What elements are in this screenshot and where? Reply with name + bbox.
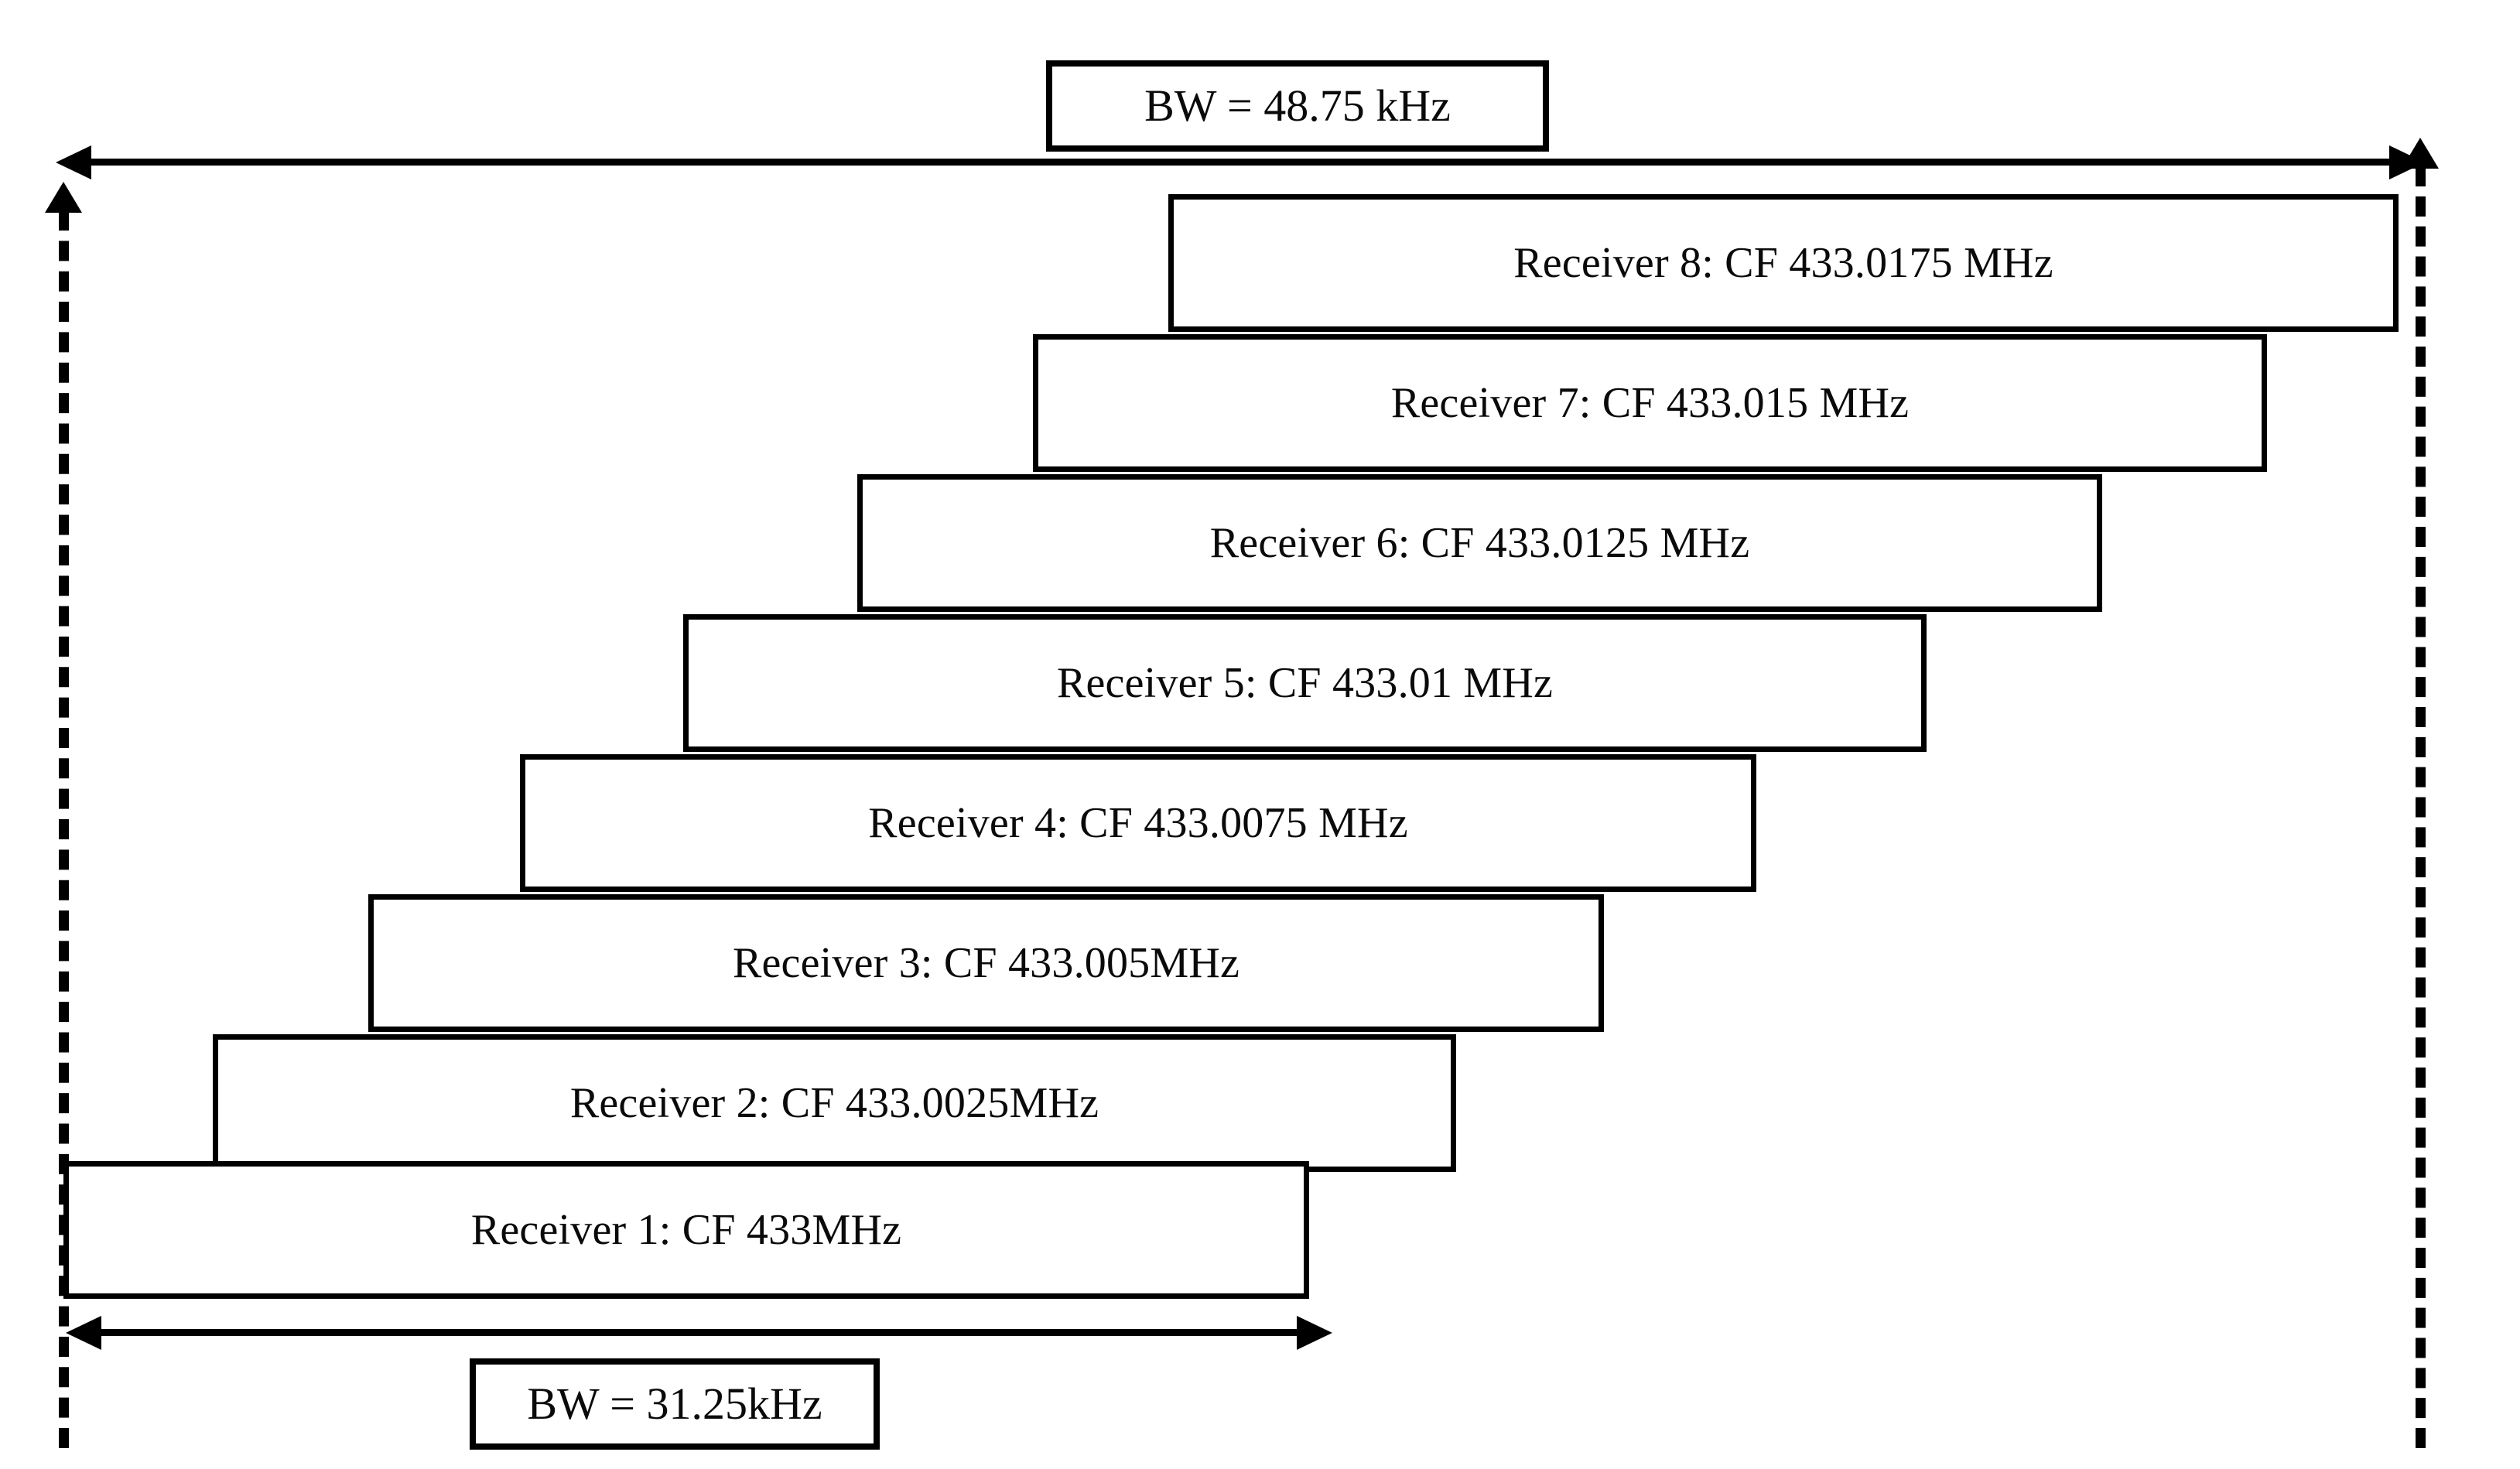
top-bandwidth-label-box: BW = 48.75 kHz <box>1046 60 1549 152</box>
receiver-label-7: Receiver 7: CF 433.015 MHz <box>1390 379 1910 427</box>
left-band-edge-guide <box>59 210 69 1448</box>
bottom-bandwidth-arrowhead-left <box>66 1316 101 1350</box>
receiver-label-3: Receiver 3: CF 433.005MHz <box>732 939 1240 987</box>
receiver-box-5[interactable]: Receiver 5: CF 433.01 MHz <box>683 614 1927 752</box>
right-guide-arrowhead-icon <box>2402 138 2439 169</box>
top-bandwidth-label: BW = 48.75 kHz <box>1144 80 1451 131</box>
right-band-edge-guide <box>2416 166 2426 1448</box>
receiver-box-3[interactable]: Receiver 3: CF 433.005MHz <box>368 894 1604 1032</box>
receiver-label-5: Receiver 5: CF 433.01 MHz <box>1056 659 1554 707</box>
receiver-box-7[interactable]: Receiver 7: CF 433.015 MHz <box>1033 334 2267 472</box>
receiver-box-1[interactable]: Receiver 1: CF 433MHz <box>63 1161 1309 1299</box>
receiver-label-1: Receiver 1: CF 433MHz <box>470 1206 902 1254</box>
receiver-box-8[interactable]: Receiver 8: CF 433.0175 MHz <box>1168 194 2399 332</box>
bottom-bandwidth-arrowhead-right <box>1297 1316 1332 1350</box>
receiver-label-8: Receiver 8: CF 433.0175 MHz <box>1513 239 2053 287</box>
receiver-label-2: Receiver 2: CF 433.0025MHz <box>569 1079 1099 1127</box>
receiver-label-4: Receiver 4: CF 433.0075 MHz <box>868 799 1408 847</box>
bottom-bandwidth-arrow-line <box>91 1329 1306 1336</box>
top-bandwidth-arrow-line <box>81 159 2399 166</box>
bottom-bandwidth-label: BW = 31.25kHz <box>527 1378 822 1429</box>
receiver-label-6: Receiver 6: CF 433.0125 MHz <box>1209 519 1750 567</box>
top-bandwidth-arrowhead-left <box>56 145 91 179</box>
receiver-box-2[interactable]: Receiver 2: CF 433.0025MHz <box>213 1034 1456 1172</box>
left-guide-arrowhead-icon <box>45 182 82 213</box>
receiver-box-4[interactable]: Receiver 4: CF 433.0075 MHz <box>520 754 1756 892</box>
bottom-bandwidth-label-box: BW = 31.25kHz <box>470 1358 880 1450</box>
receiver-box-6[interactable]: Receiver 6: CF 433.0125 MHz <box>857 474 2102 612</box>
